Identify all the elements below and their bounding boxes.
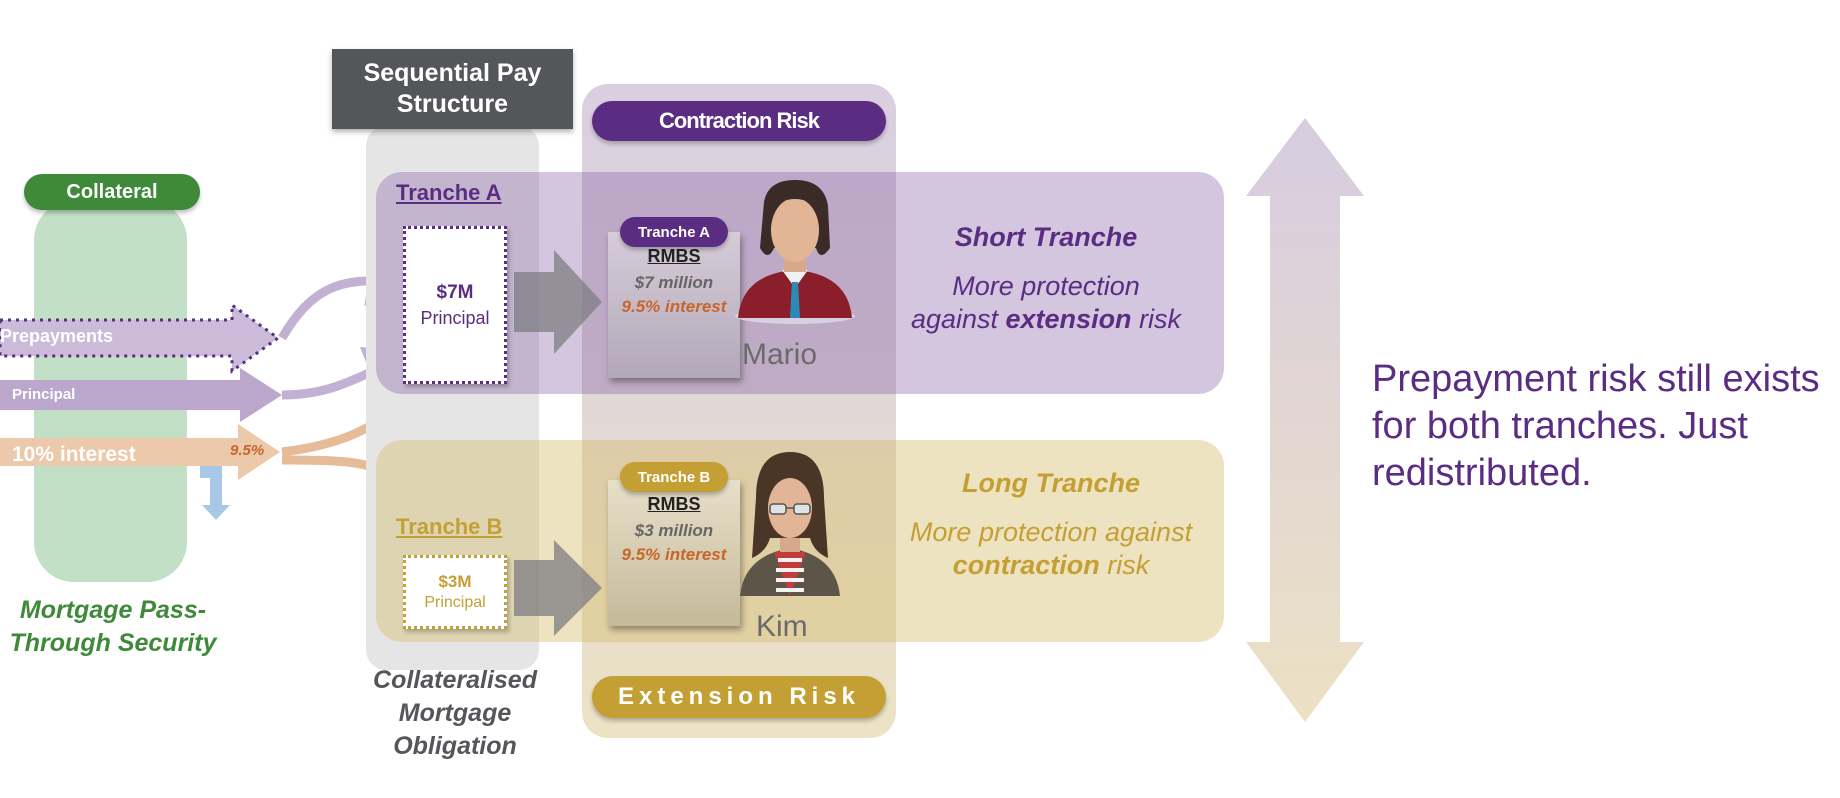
tranche-a-doc-title: RMBS [647,246,701,266]
tranche-a-rmbs-doc: RMBS $7 million 9.5% interest [608,232,740,378]
interest-label: 10% interest [12,443,136,466]
note-line1: Prepayment risk still exists [1372,358,1820,400]
tranche-a-badge: Tranche A [620,217,728,247]
cmo-caption-line2: Mortgage [398,699,512,727]
tranche-b-desc-line2: contraction risk [886,550,1216,581]
tranche-b-doc-rate: 9.5% interest [621,545,727,564]
issue-arrows [514,250,602,636]
cmo-caption-line3: Obligation [393,732,517,760]
tranche-a-label: Tranche A [396,180,502,205]
prepayments-label: Prepayments [0,326,114,346]
tranche-b-desc-bold: contraction [952,550,1100,580]
long-tranche-heading: Long Tranche [961,468,1141,498]
tranche-b-box-amount: $3M [438,572,472,591]
tranche-a-desc-bold: extension [1005,304,1132,334]
sequential-pay-header: Sequential Pay Structure [332,49,573,129]
tranche-b-box-word: Principal [424,594,486,611]
tranche-a-desc-post: risk [1131,304,1182,334]
note-line2: for both tranches. Just [1372,405,1748,447]
kim-avatar [740,452,840,596]
note-line3: redistributed. [1372,452,1592,494]
tranche-a-issue-arrow [514,250,602,354]
tranche-a-box-word: Principal [420,307,490,328]
tranche-a-desc-pre: against [910,304,1006,334]
mario-avatar [735,180,855,324]
tranche-b-desc-post: risk [1099,550,1150,580]
tranche-a-principal-box: $7M Principal [403,226,507,384]
prepayments-arrow [0,302,281,374]
tranche-a-doc-rate: 9.5% interest [621,297,727,316]
risk-column [582,84,896,738]
redistribution-note: Prepayment risk still exists for both tr… [1372,356,1840,497]
sequential-pay-line1: Sequential Pay [363,59,542,87]
cmo-caption-line1: Collateralised [373,666,537,694]
tranche-b-rmbs-doc: RMBS $3 million 9.5% interest [608,480,740,626]
tranche-a-doc-amount: $7 million [634,273,714,292]
tranche-b-label: Tranche B [396,514,503,539]
skim-arrow [200,466,230,520]
tranche-a-box-amount: $7M [436,281,474,303]
principal-flow-label: Principal [12,386,76,403]
mario-name: Mario [742,338,818,371]
risk-spectrum-arrow [1246,118,1364,722]
short-tranche-heading: Short Tranche [954,222,1138,252]
tranche-a-description: Short Tranche More protection against ex… [886,222,1206,335]
tranche-a-desc-line2: against extension risk [886,304,1206,335]
tranche-b-description: Long Tranche More protection against con… [886,468,1216,581]
principal-arrow [0,368,282,422]
cmo-caption: Collateralised Mortgage Obligation [340,664,570,763]
collateral-caption-line1: Mortgage Pass- [19,596,207,624]
passed-rate-label: 9.5% [230,442,265,459]
tranche-a-desc-line1: More protection [952,271,1140,301]
kim-name: Kim [756,610,808,643]
tranche-b-badge: Tranche B [620,462,728,492]
contraction-risk-label: Contraction Risk [592,101,886,141]
tranche-b-desc-line1: More protection against [909,517,1193,547]
tranche-b-principal-box: $3M Principal [403,555,507,629]
tranche-b-doc-amount: $3 million [634,521,714,540]
collateral-label: Collateral [24,174,200,210]
tranche-b-issue-arrow [514,540,602,636]
collateral-caption-line2: Through Security [9,629,217,657]
sequential-pay-line2: Structure [396,90,509,118]
collateral-caption: Mortgage Pass- Through Security [0,594,226,660]
extension-risk-label: Extension Risk [592,676,886,718]
tranche-b-doc-title: RMBS [647,494,701,514]
